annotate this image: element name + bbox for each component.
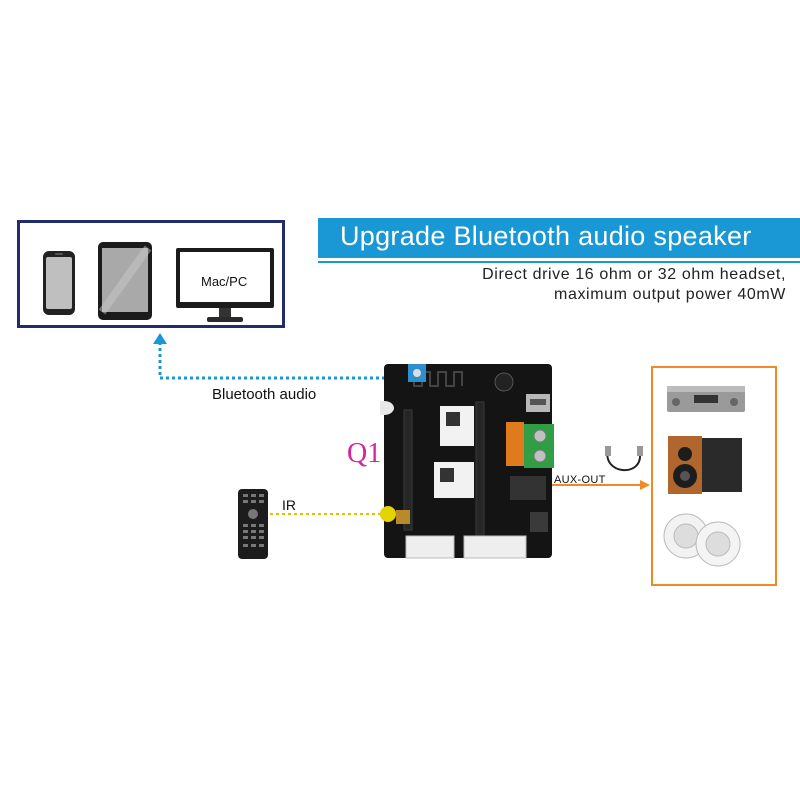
aux-jack [510, 476, 546, 500]
title-underline [318, 261, 800, 263]
computer-label: Mac/PC [201, 274, 248, 289]
ir-label: IR [282, 497, 296, 513]
tablet-icon [98, 242, 152, 320]
aux-label: AUX-OUT [554, 474, 606, 486]
smartphone-icon [43, 251, 75, 315]
ceiling-speaker-icon [663, 513, 741, 567]
bookshelf-speaker-icon [668, 436, 742, 494]
aux-cable-icon [605, 446, 643, 471]
title: Upgrade Bluetooth audio speaker [340, 221, 752, 251]
bottom-connector-right [463, 535, 527, 559]
ir-receiver [380, 506, 396, 522]
bluetooth-arrowhead [153, 333, 167, 344]
bluetooth-label: Bluetooth audio [212, 386, 317, 403]
aux-arrowhead [640, 480, 650, 490]
bluetooth-line [158, 336, 406, 380]
amplifier-icon [667, 386, 745, 412]
subtitle-line-2: maximum output power 40mW [554, 286, 786, 303]
bottom-connector-left [405, 535, 455, 559]
monitor-icon [176, 248, 274, 322]
remote-control-icon [238, 489, 268, 559]
subtitle-line-1: Direct drive 16 ohm or 32 ohm headset, [482, 266, 786, 283]
audio-board [380, 364, 554, 559]
title-banner [318, 218, 800, 258]
board-label: Q1 [347, 438, 382, 469]
